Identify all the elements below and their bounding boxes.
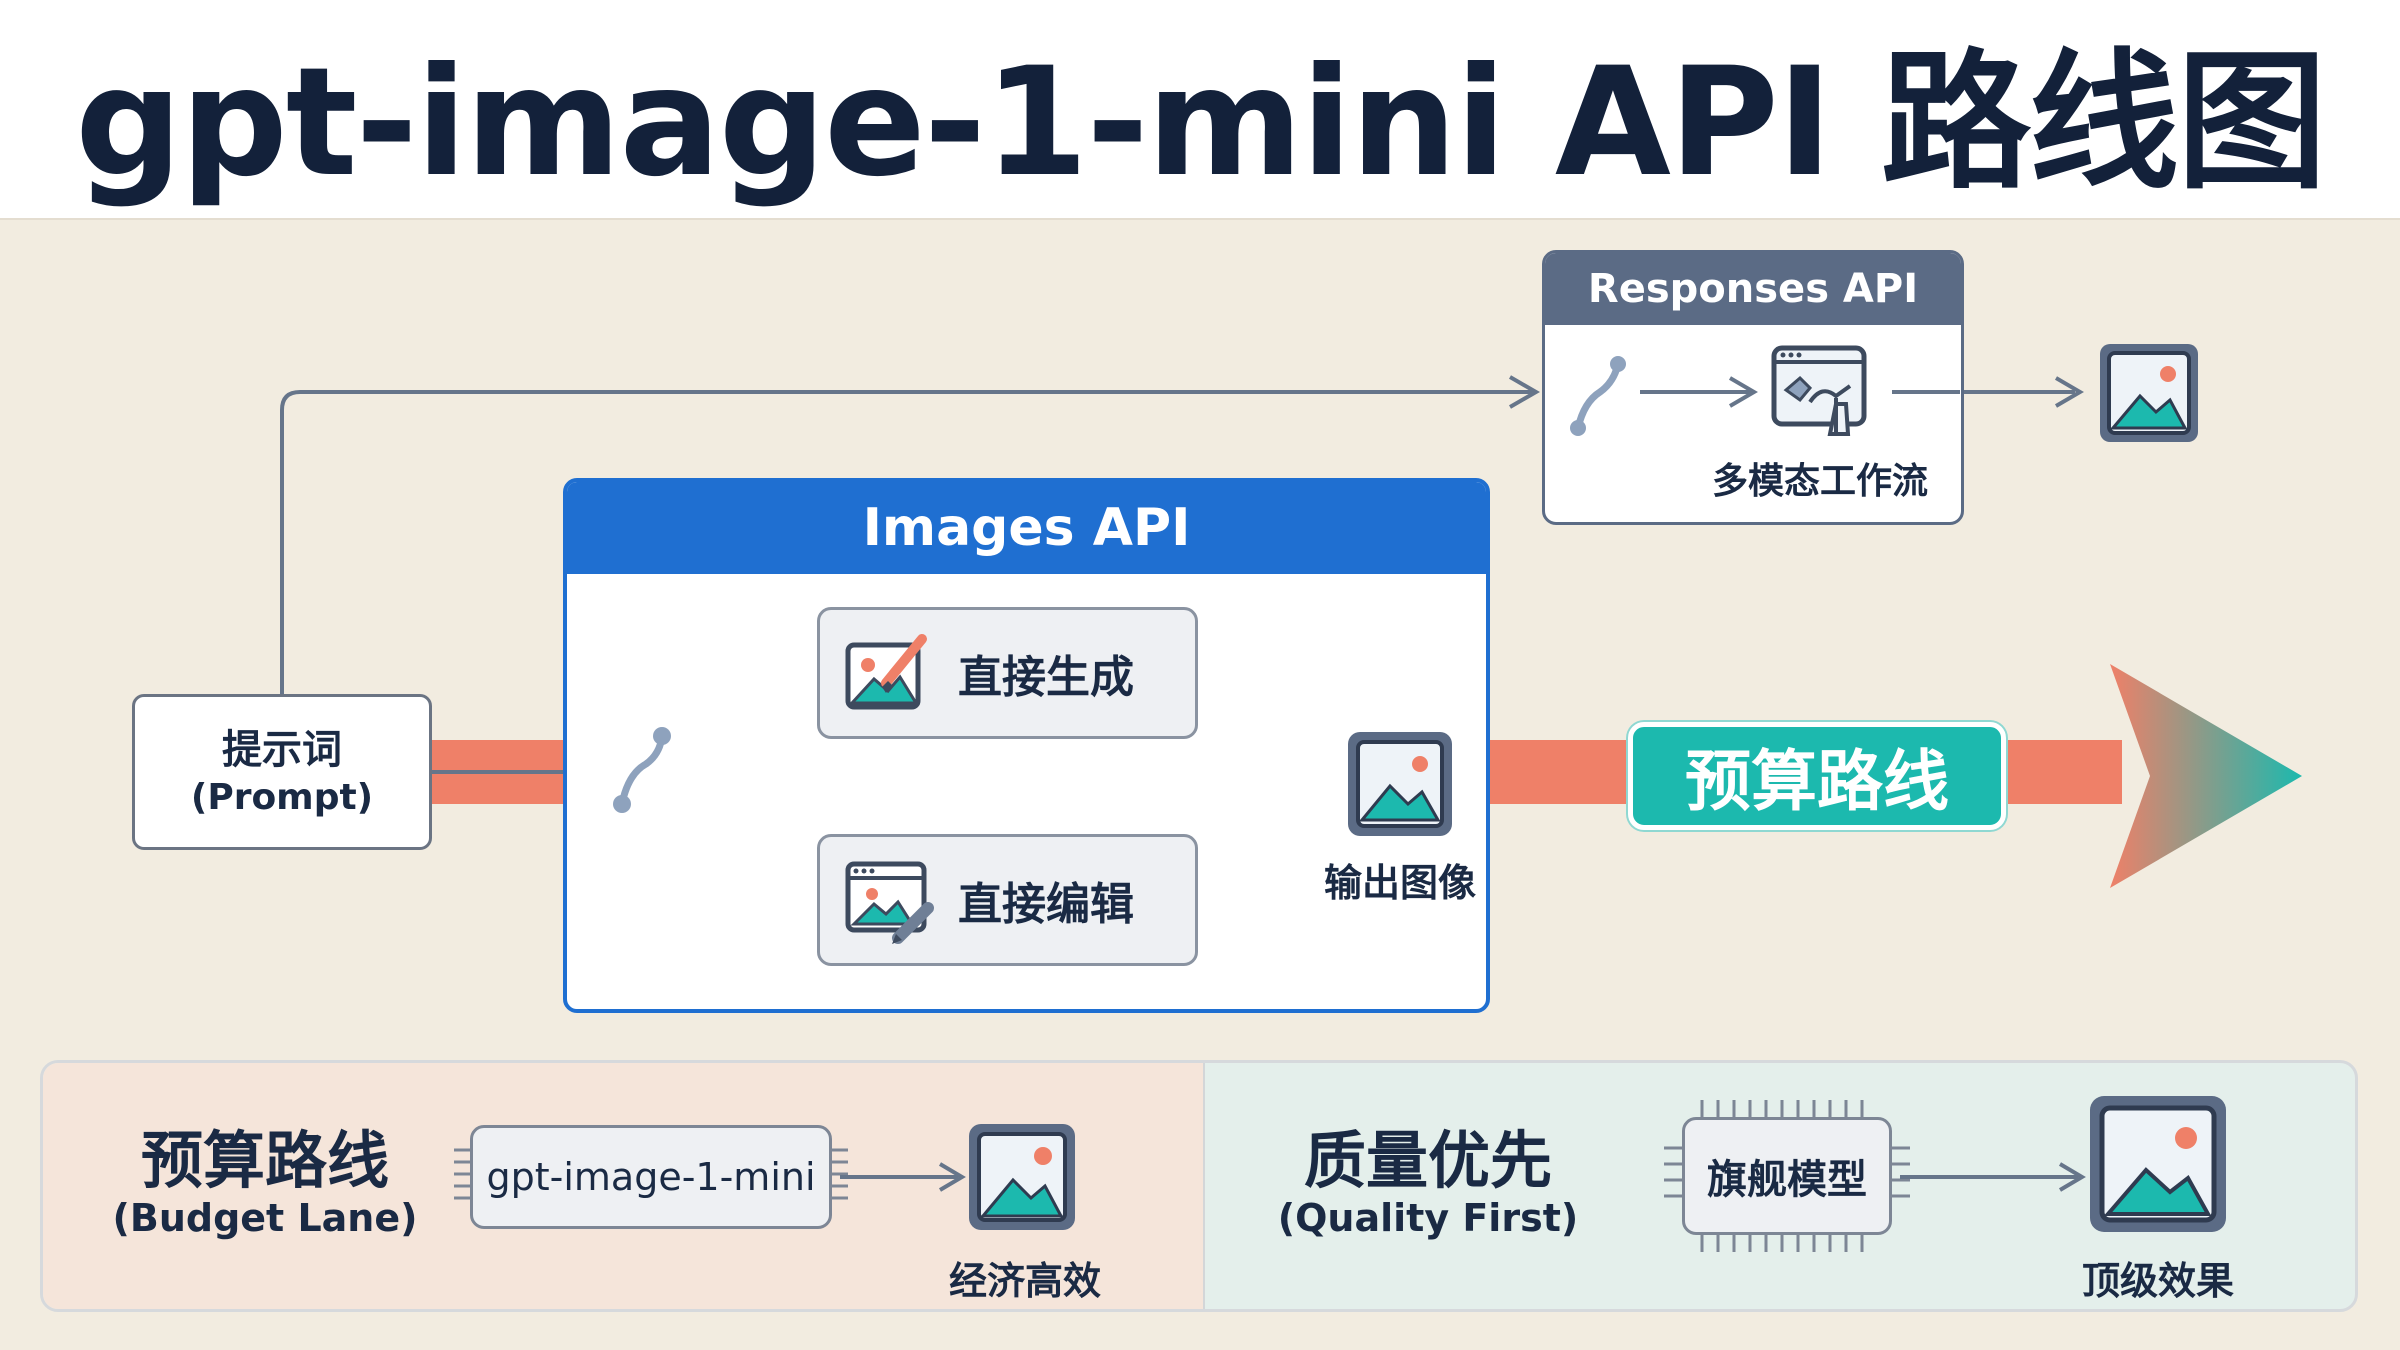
responses-api-header: Responses API [1545,253,1961,325]
chip-icon [454,1148,848,1200]
prompt-sublabel: (Prompt) [190,776,374,818]
quality-lane-heading: 质量优先 [1303,1124,1552,1197]
multimodal-window-icon [1771,345,1867,436]
direct-edit-label: 直接编辑 [958,879,1134,930]
pencil-image-icon [845,861,934,944]
responses-inner-connectors [1640,376,1960,408]
multimodal-workflow-label: 多模态工作流 [1711,461,1928,502]
budget-route-badge: 预算路线 [1628,722,2006,830]
responses-output-image-icon [2100,344,2198,442]
quality-lane-subtitle: (Quality First) [1277,1196,1579,1241]
prompt-box: 提示词 (Prompt) [132,694,432,850]
connector-prompt-to-responses [280,390,1532,694]
direct-generate-box: 直接生成 [817,607,1198,739]
prompt-label: 提示词 [222,726,342,773]
flagship-model-label: 旗舰模型 [1707,1157,1867,1203]
page-title: gpt-image-1-mini API 路线图 [75,35,2327,210]
quality-lane-arrow [1900,1162,2086,1192]
branch-path-icon [613,727,671,813]
budget-result-label: 经济高效 [948,1259,1101,1303]
responses-branch-icon [1570,356,1626,436]
flagship-chip-icon [1664,1100,1910,1252]
budget-model-chip: gpt-image-1-mini [470,1125,832,1229]
budget-model-label: gpt-image-1-mini [486,1155,816,1199]
images-api-header: Images API [567,482,1486,574]
budget-result-image-icon [969,1124,1075,1230]
responses-api-panel: Responses API [1542,250,1964,525]
title-bar: gpt-image-1-mini API 路线图 [0,0,2400,220]
quality-result-image-icon [2090,1096,2226,1232]
budget-lane-heading: 预算路线 [140,1124,389,1197]
quality-lane-title: 质量优先 (Quality First) [1268,1125,1588,1242]
paintbrush-image-icon [845,634,927,710]
direct-generate-label: 直接生成 [958,652,1134,703]
output-image-label: 输出图像 [1323,861,1476,905]
budget-lane-title: 预算路线 (Budget Lane) [110,1125,420,1242]
budget-lane-subtitle: (Budget Lane) [112,1196,418,1241]
budget-lane-arrow [840,1162,966,1192]
output-image-icon [1348,732,1452,836]
quality-result-label: 顶级效果 [2081,1259,2234,1303]
direct-edit-box: 直接编辑 [817,834,1198,966]
lane-divider [1203,1063,1205,1309]
flagship-model-chip: 旗舰模型 [1682,1117,1892,1235]
